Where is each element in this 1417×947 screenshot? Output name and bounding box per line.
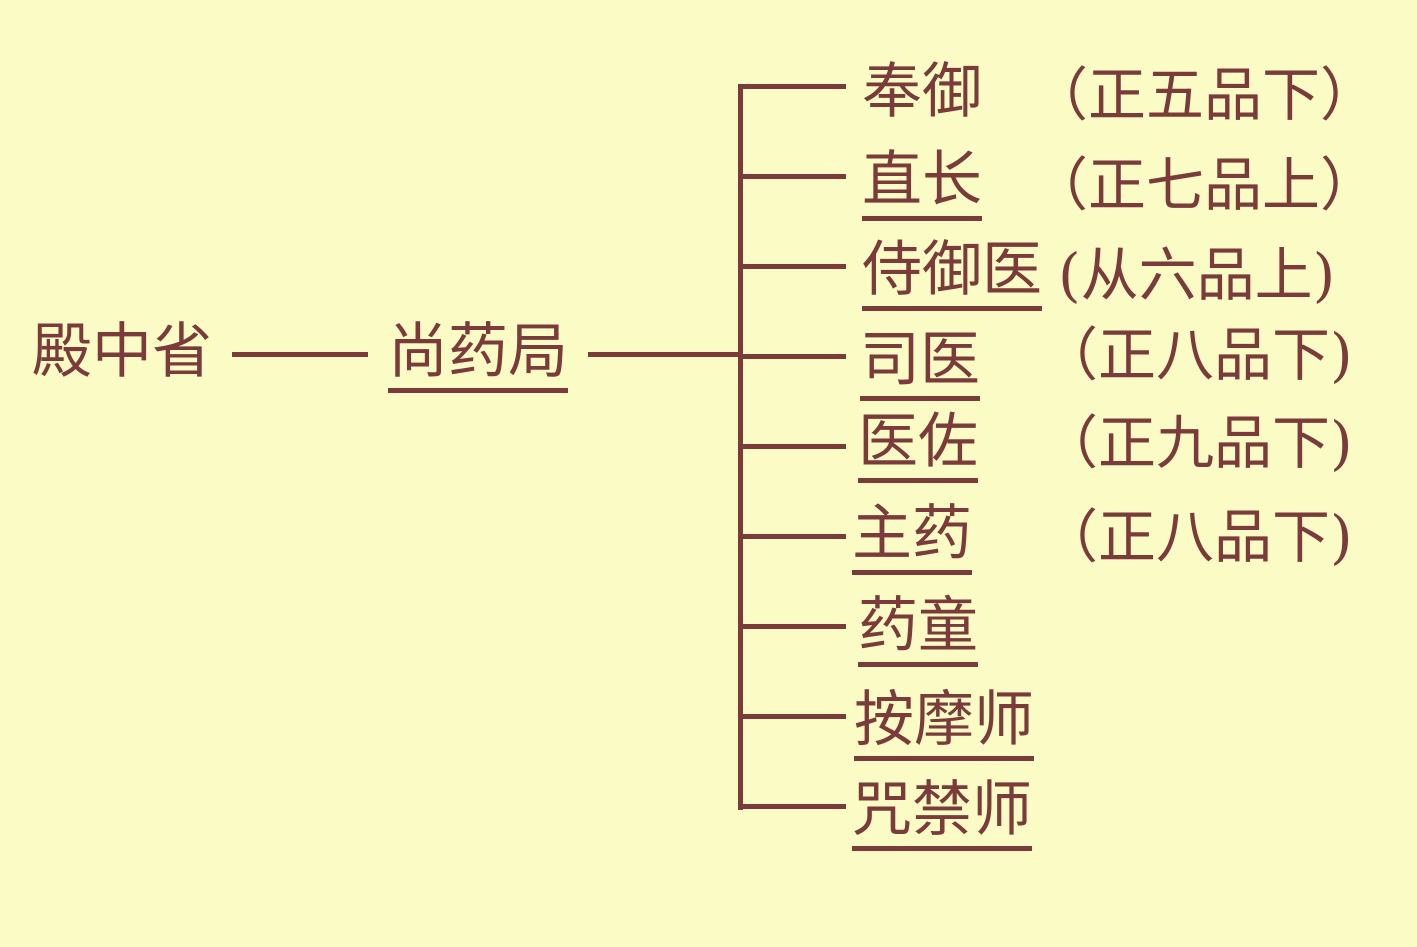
branch-line-9 <box>738 804 846 809</box>
branch-line-4 <box>738 354 846 359</box>
branch-line-1 <box>738 84 846 89</box>
official-rank-6: （正八品下) <box>1040 503 1353 571</box>
branch-line-3 <box>738 264 846 269</box>
branch-line-6 <box>738 534 846 539</box>
official-title-2: 直长 <box>862 150 982 221</box>
official-title-1: 奉御 <box>862 57 982 127</box>
official-rank-3: (从六品上) <box>1058 241 1336 309</box>
official-title-5: 医佐 <box>858 412 978 483</box>
official-title-6: 主药 <box>852 504 972 575</box>
official-title-9: 咒禁师 <box>852 780 1032 851</box>
branch-line-8 <box>738 714 846 719</box>
bureau-node-label: 尚药局 <box>388 322 568 393</box>
official-title-4: 司医 <box>860 330 980 401</box>
branch-line-7 <box>738 624 846 629</box>
bureau-to-trunk-connector <box>588 352 743 357</box>
official-rank-5: （正九品下) <box>1040 409 1353 477</box>
official-title-3: 侍御医 <box>862 240 1042 311</box>
official-rank-2: （正七品上） <box>1030 151 1379 219</box>
branch-line-5 <box>738 444 846 449</box>
branch-line-2 <box>738 174 846 179</box>
root-node-label: 殿中省 <box>32 317 212 387</box>
official-rank-1: （正五品下） <box>1030 61 1379 129</box>
root-to-bureau-connector <box>232 352 368 357</box>
official-title-8: 按摩师 <box>854 690 1034 761</box>
official-title-7: 药童 <box>858 596 978 667</box>
official-rank-4: （正八品下) <box>1040 321 1353 389</box>
